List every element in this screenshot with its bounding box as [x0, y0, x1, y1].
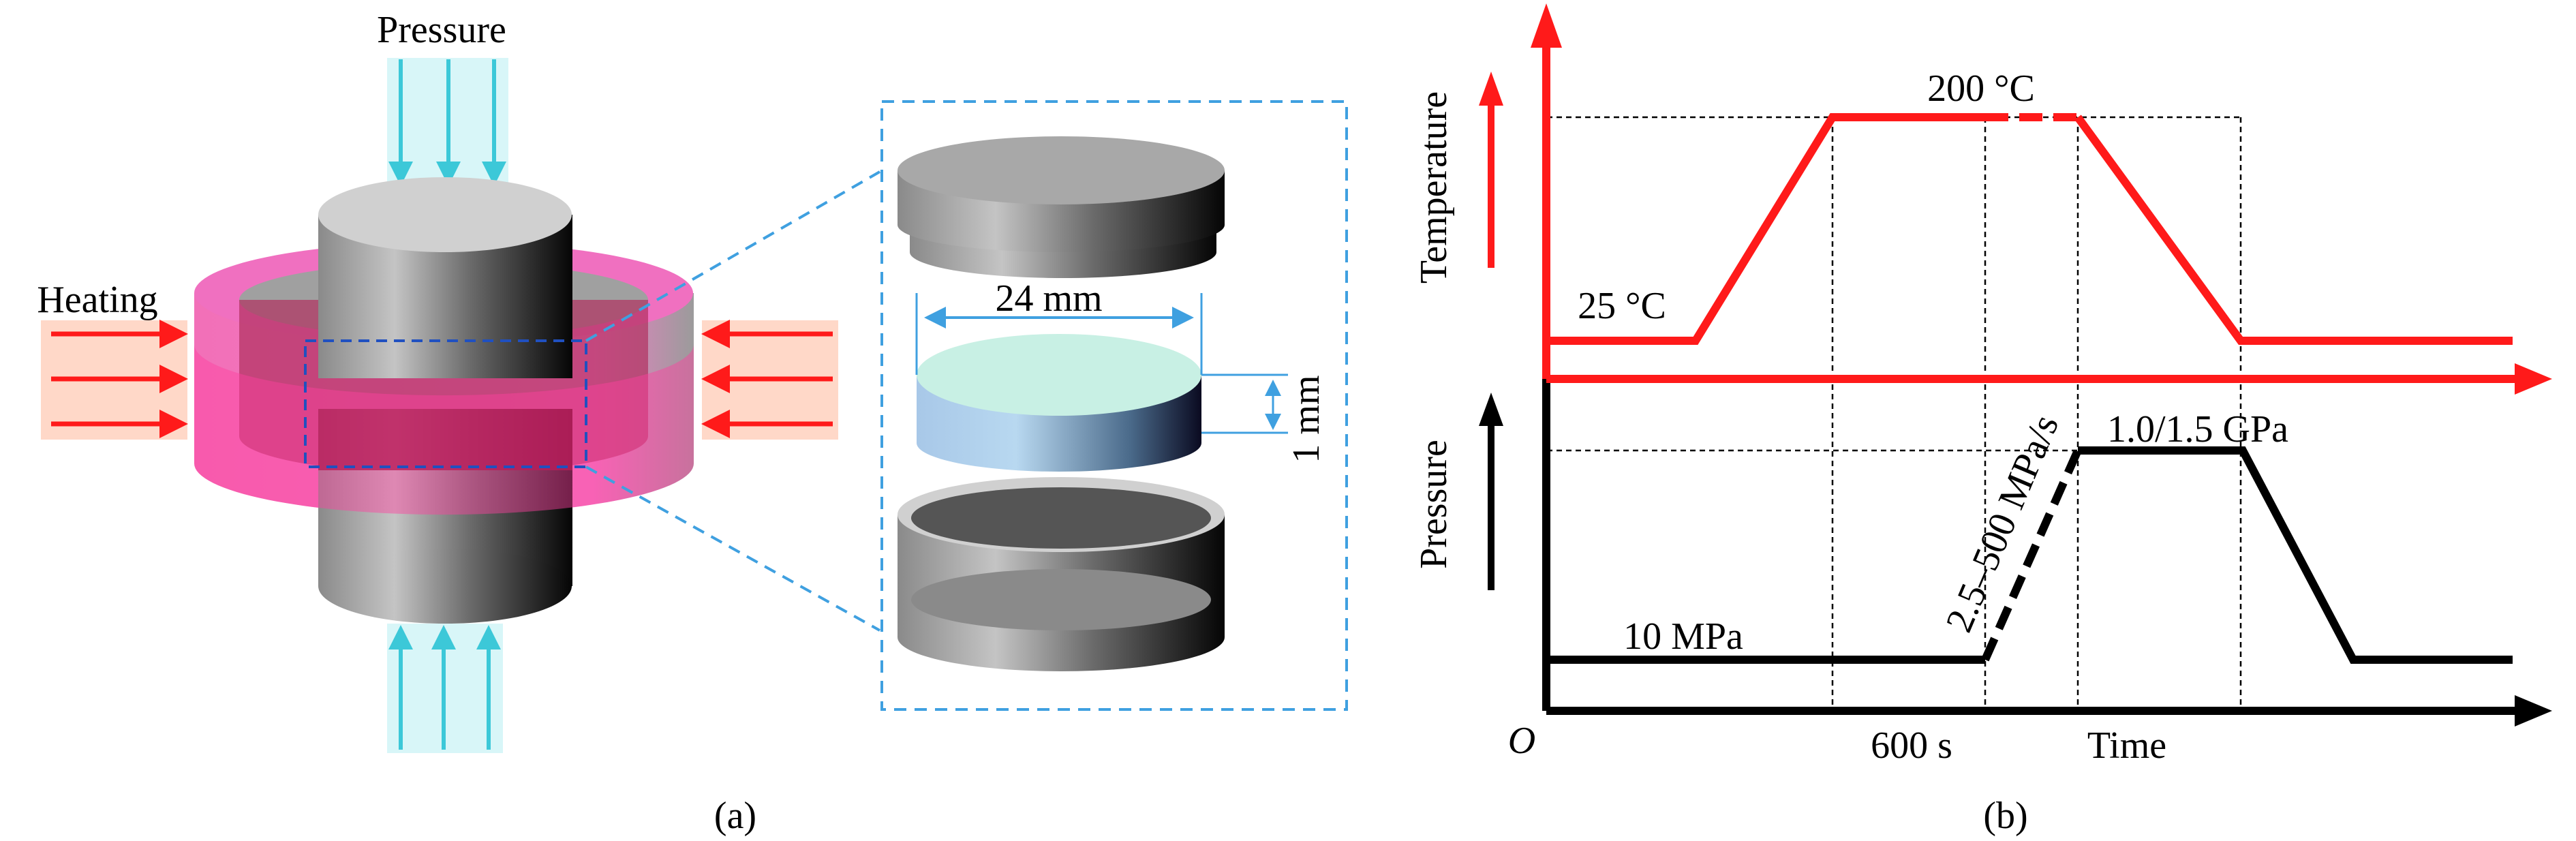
thickness-dimension: 1 mm [1201, 373, 1328, 463]
heating-arrows-right [701, 320, 838, 440]
upper-piston [318, 177, 572, 378]
heating-label: Heating [37, 279, 157, 321]
pressure-arrows-top [387, 58, 508, 186]
temperature-curve [1546, 113, 1985, 345]
pressure-ramp-dashed [1981, 448, 2082, 662]
panel-a: Pressure Heating [37, 9, 1348, 837]
thickness-label: 1 mm [1285, 375, 1328, 463]
time-axis-arrow-icon [2515, 695, 2552, 727]
diameter-dimension: 24 mm [915, 277, 1203, 375]
pressure-arrows-bottom [387, 624, 503, 753]
temp-low-label: 25 °C [1578, 285, 1666, 327]
caption-b: (b) [1983, 795, 2027, 837]
temp-high-label: 200 °C [1927, 67, 2035, 110]
caption-a: (a) [714, 795, 756, 837]
arrow-head-icon [1479, 393, 1503, 426]
pressure-release [2078, 446, 2513, 664]
temperature-axis-arrow-icon [1531, 3, 1562, 48]
panel-b: Temperature Pressure 200 °C 25 °C 10 MPa… [1413, 3, 2552, 837]
pressure-low-label: 10 MPa [1623, 615, 1743, 658]
pressure-axis-label: Pressure [1413, 440, 1455, 569]
sample-disc [917, 334, 1201, 472]
arrow-head-icon [1479, 72, 1503, 106]
exploded-view-box [880, 100, 1348, 711]
temperature-time-arrow-icon [2515, 363, 2552, 395]
hold-time-label: 600 s [1871, 724, 1952, 767]
temperature-cooling [2074, 114, 2513, 345]
temperature-axis-label: Temperature [1413, 91, 1455, 284]
zoom-region-box [304, 339, 587, 468]
time-label: Time [2087, 724, 2166, 767]
top-lid [898, 136, 1225, 278]
diameter-label: 24 mm [995, 277, 1102, 320]
pressure-label: Pressure [377, 9, 506, 51]
origin-label: O [1508, 720, 1535, 762]
heating-arrows-left [41, 320, 188, 440]
pressure-high-label: 1.0/1.5 GPa [2107, 408, 2288, 450]
bottom-cup [898, 477, 1225, 671]
lower-piston [318, 409, 572, 624]
